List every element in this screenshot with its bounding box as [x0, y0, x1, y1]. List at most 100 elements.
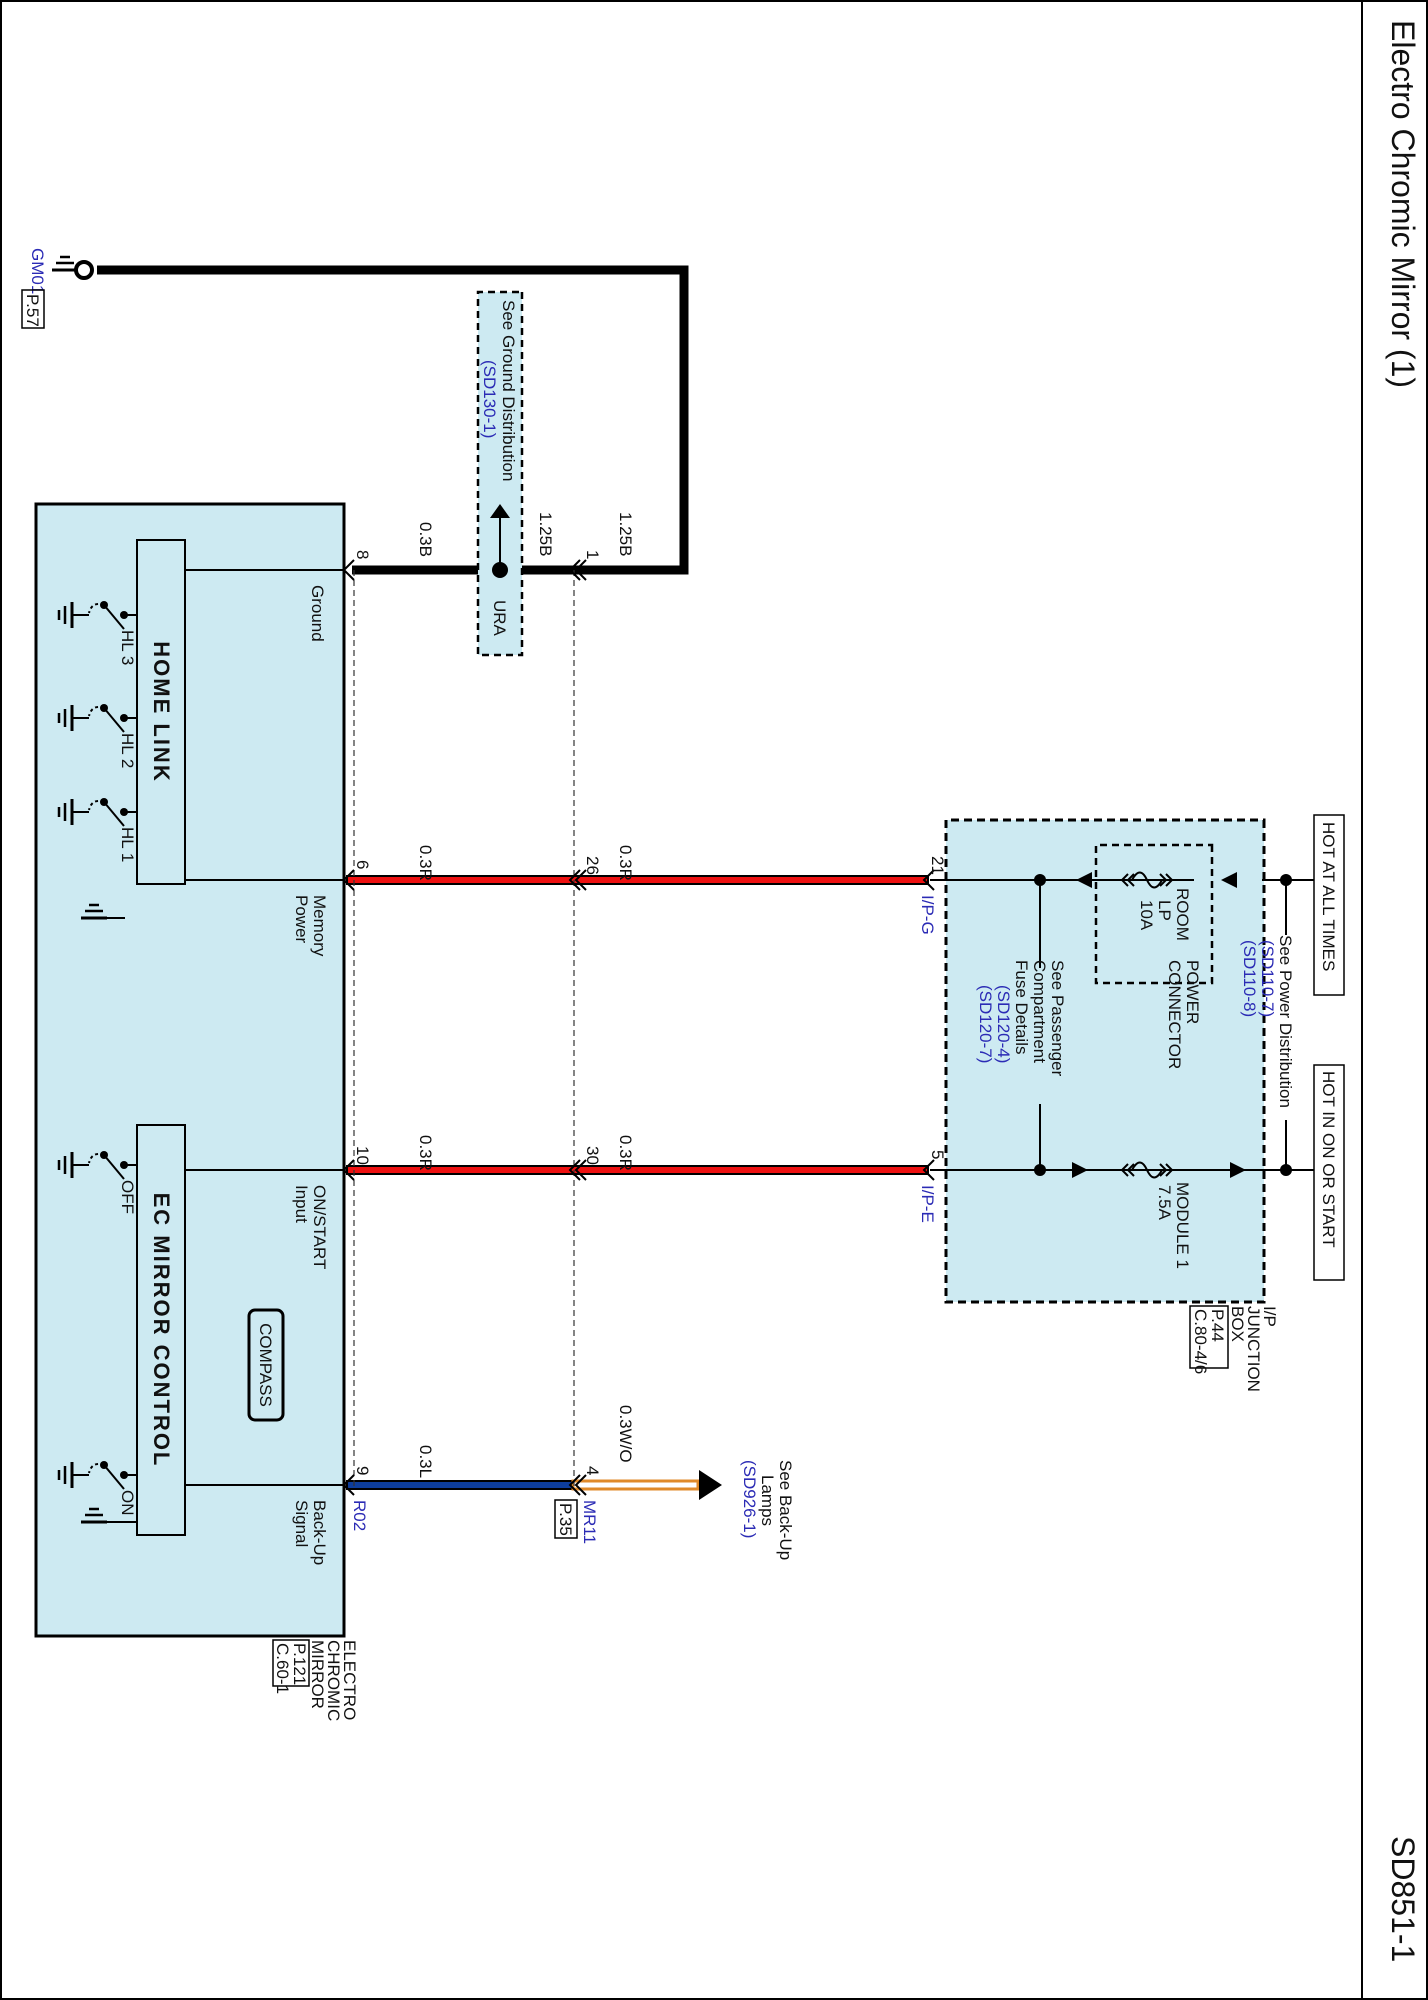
room-lp-label-2: LP [1155, 900, 1174, 921]
compass-block [247, 1308, 285, 1422]
hot-at-all-times-box [1313, 814, 1345, 996]
hl1-label: HL 1 [118, 827, 137, 862]
hl2-label: HL 2 [118, 733, 137, 768]
passenger-fuse-arrow-2-icon [1072, 1162, 1088, 1178]
switch-leads [135, 614, 137, 1476]
ec-control-title: EC MIRROR CONTROL [149, 1193, 174, 1468]
junction-box-page-ref: P.44 [1208, 1309, 1227, 1342]
mr11-page-ref: P.35 [556, 1503, 575, 1536]
on-start-wire [346, 1165, 929, 1175]
ipe-pin: 5 [928, 1150, 947, 1159]
ground-ref-box [21, 289, 45, 329]
memory-power-wire [346, 875, 929, 885]
ground-distribution-note: See Ground Distribution [499, 300, 518, 481]
ground-symbol-icon [50, 255, 80, 272]
ground-pin-label: Ground [308, 585, 327, 642]
onstart-size-b: 0.3R [416, 1135, 435, 1171]
onstart-mirror-pin: 10 [353, 1146, 372, 1165]
on-label: ON [118, 1490, 137, 1516]
page-code: SD851-1 [1385, 1836, 1421, 1962]
mr11-ref-box [554, 1499, 578, 1539]
power-distribution-note: See Power Distribution [1276, 935, 1295, 1108]
passenger-fuse-note-3: Fuse Details [1012, 960, 1031, 1054]
mirror-label-3: MIRROR [308, 1640, 327, 1709]
power-dist-arrow-2-icon [1230, 1162, 1246, 1178]
circuit-drawing: HOME LINK EC MIRROR CONTROL COMPASS HL 3… [21, 248, 1345, 1721]
onstart-pin-label-1: ON/START [310, 1185, 329, 1269]
ground-page-ref: P.57 [23, 294, 42, 327]
module-feed-node-icon [1280, 1164, 1292, 1176]
mirror-connector-ref: C.60-1 [273, 1643, 292, 1694]
room-lp-fuse-icon [1120, 871, 1174, 889]
backup-wire-blue [346, 1480, 574, 1490]
power-distribution-ref-2: (SD110-8) [1240, 940, 1259, 1017]
ground-mirror-pin: 8 [353, 550, 372, 559]
backup-lamps-arrow-icon [699, 1470, 722, 1500]
junction-box-connector-ref: C.80-4/6 [1191, 1309, 1210, 1374]
r02-name: R02 [350, 1500, 369, 1531]
ipe-name: I/P-E [918, 1185, 937, 1223]
gd-wire-size: 1.25B [536, 512, 555, 556]
backup-lamps-line-1: See Back-Up [776, 1460, 795, 1560]
passenger-fuse-arrow-icon [1076, 872, 1092, 888]
hot-in-on-start-label: HOT IN ON OR START [1319, 1071, 1338, 1248]
junction-box-label-1: I/P [1260, 1306, 1279, 1327]
memory-pin-label-1: Memory [310, 895, 329, 957]
code-strip: SD851-1 [1385, 1836, 1421, 1962]
ipg-name: I/P-G [918, 895, 937, 935]
junction-box-label-2: JUNCTION [1244, 1306, 1263, 1392]
hot-in-on-start-box [1313, 1064, 1345, 1281]
ground-distribution-ref: (SD130-1) [480, 360, 499, 438]
passenger-fuse-note-1: See Passenger [1048, 960, 1067, 1077]
power-distribution-ref-1: (SD110-7) [1258, 940, 1277, 1017]
mirror-box [34, 502, 346, 1638]
power-connector-label-1: POWER [1183, 960, 1202, 1024]
module1-label-1: MODULE 1 [1173, 1182, 1192, 1269]
mirror-ref-box [272, 1639, 310, 1687]
memory-mid-pin: 26 [583, 856, 602, 875]
ground-point-icon [74, 260, 94, 280]
memory-mirror-pin: 6 [353, 860, 372, 869]
module-out-node-icon [1034, 1164, 1046, 1176]
onstart-mid-pin: 30 [583, 1146, 602, 1165]
memory-size-b: 0.3R [416, 845, 435, 881]
ground-distribution-arrow-icon [490, 504, 510, 518]
junction-box-ref-box [1189, 1305, 1229, 1369]
power-connector-box [1094, 843, 1214, 985]
backup-pin-label-1: Back-Up [310, 1500, 329, 1565]
title-strip: Electro Chromic Mirror (1) [1385, 20, 1421, 388]
hot-at-all-times-label: HOT AT ALL TIMES [1319, 822, 1338, 971]
mirror-page-ref: P.121 [290, 1643, 309, 1685]
power-connector-label-2: CONNECTOR [1165, 960, 1184, 1069]
ground-size-a: 1.25B [616, 512, 635, 556]
off-label: OFF [118, 1180, 137, 1214]
home-link-title: HOME LINK [149, 641, 174, 782]
memory-size-a: 0.3R [616, 845, 635, 881]
room-lp-label-3: 10A [1137, 900, 1156, 931]
ground-mid-pin: 1 [583, 550, 602, 559]
backup-mid-pin: 4 [583, 1466, 602, 1475]
hl3-label: HL 3 [118, 630, 137, 665]
ec-control-block [136, 1124, 186, 1536]
backup-size-b: 0.3L [416, 1445, 435, 1478]
room-lp-label-1: ROOM [1173, 888, 1192, 941]
onstart-pin-label-2: Input [292, 1185, 311, 1223]
compass-label: COMPASS [256, 1323, 275, 1407]
backup-wire-orange [571, 1479, 700, 1491]
module1-label-2: 7.5A [1155, 1185, 1174, 1221]
connector-chevrons [342, 559, 935, 1496]
onstart-size-a: 0.3R [616, 1135, 635, 1171]
mirror-label-1: ELECTRO [340, 1640, 359, 1720]
connector-outlines [353, 570, 575, 1488]
backup-size-a: 0.3W/O [616, 1405, 635, 1463]
backup-mirror-pin: 9 [353, 1466, 372, 1475]
backup-lamps-ref: (SD926-1) [740, 1460, 759, 1538]
home-link-block [136, 539, 186, 885]
junction-internal-wiring [930, 879, 1314, 1171]
internal-wiring [107, 569, 344, 1523]
page-title: Electro Chromic Mirror (1) [1385, 20, 1421, 388]
power-dist-arrow-icon [1221, 872, 1237, 888]
module1-fuse-icon [1120, 1161, 1174, 1179]
